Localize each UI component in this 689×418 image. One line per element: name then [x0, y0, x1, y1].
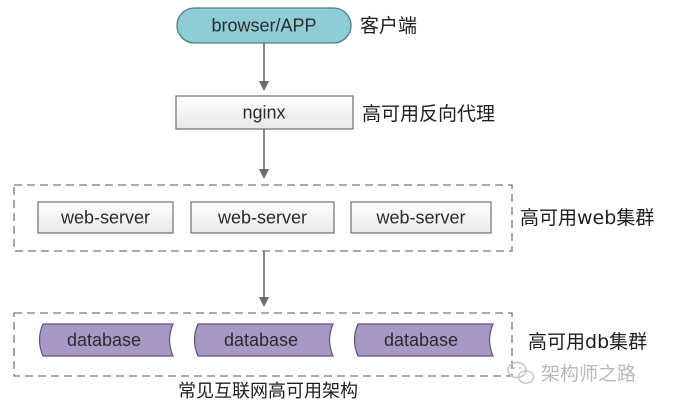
database-label: database — [224, 330, 298, 350]
database-shape — [193, 323, 334, 357]
diagram-caption: 常见互联网高可用架构 — [178, 381, 358, 402]
db-cluster-label-latin: db — [585, 331, 609, 353]
database-node: database — [353, 323, 494, 357]
database-label: database — [384, 330, 458, 350]
proxy-node: nginx — [175, 95, 354, 130]
web-server-label: web-server — [60, 208, 150, 228]
web-server-box — [350, 201, 492, 234]
web-cluster-side-label: 高可用web集群 — [520, 207, 654, 229]
database-node: database — [38, 323, 174, 357]
db-cluster-frame — [13, 312, 513, 377]
web-cluster-label-prefix: 高可用 — [520, 207, 577, 229]
web-cluster-frame — [13, 184, 513, 252]
watermark-text: 架构师之路 — [541, 363, 636, 385]
web-server-label: web-server — [375, 208, 465, 228]
db-cluster-side-label: 高可用db集群 — [528, 331, 647, 353]
web-server-box — [37, 201, 174, 234]
web-cluster-label-latin: web — [577, 207, 616, 229]
database-label: database — [67, 330, 141, 350]
web-server-label: web-server — [217, 208, 307, 228]
wechat-icon — [507, 361, 535, 384]
db-cluster-label-prefix: 高可用 — [528, 331, 585, 353]
watermark: 架构师之路 — [507, 361, 636, 385]
proxy-box — [175, 95, 354, 130]
web-cluster-label-suffix: 集群 — [616, 207, 654, 229]
database-shape — [353, 323, 494, 357]
client-side-label: 客户端 — [360, 15, 417, 37]
web-server-node: web-server — [350, 201, 492, 234]
proxy-side-label: 高可用反向代理 — [362, 103, 495, 125]
web-server-node: web-server — [190, 201, 335, 234]
proxy-label: nginx — [242, 103, 285, 123]
database-shape — [38, 323, 174, 357]
client-label: browser/APP — [211, 16, 316, 36]
web-server-node: web-server — [37, 201, 174, 234]
web-server-box — [190, 201, 335, 234]
client-node: browser/APP — [176, 7, 352, 44]
db-cluster-label-suffix: 集群 — [609, 331, 647, 353]
database-node: database — [193, 323, 334, 357]
